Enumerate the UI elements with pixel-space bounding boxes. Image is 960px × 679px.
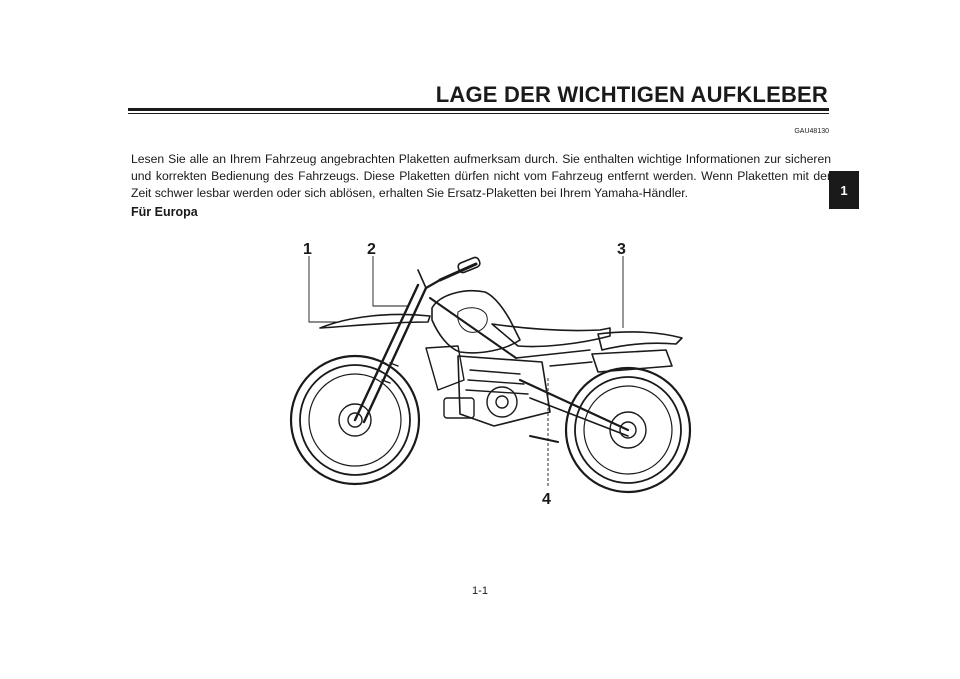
front-fork — [353, 283, 428, 424]
region-subheading: Für Europa — [131, 205, 198, 219]
callout-1: 1 — [303, 241, 312, 258]
side-cover — [425, 345, 465, 391]
page-title: LAGE DER WICHTIGEN AUFKLEBER — [435, 82, 828, 107]
callout-3: 3 — [617, 241, 626, 258]
fuel-tank — [431, 290, 521, 354]
rear-fender — [597, 331, 683, 351]
callout-2: 2 — [367, 241, 376, 258]
seat — [491, 323, 611, 348]
handlebar — [417, 256, 481, 290]
front-wheel — [289, 354, 421, 486]
page-number: 1-1 — [472, 585, 488, 597]
document-code: GAU48130 — [794, 128, 829, 135]
chapter-number: 1 — [840, 182, 848, 198]
callout-leaders — [308, 256, 624, 486]
title-rule-thin — [128, 113, 829, 114]
engine — [443, 355, 551, 427]
chapter-tab: 1 — [829, 171, 859, 209]
rear-wheel — [564, 366, 692, 494]
muffler — [591, 349, 673, 373]
title-rule — [128, 108, 829, 111]
frame — [429, 297, 630, 437]
motorcycle-illustration: 1 2 3 4 — [289, 241, 692, 508]
front-fender — [319, 313, 431, 329]
intro-paragraph: Lesen Sie alle an Ihrem Fahrzeug angebra… — [131, 152, 831, 200]
callout-4: 4 — [542, 491, 551, 508]
